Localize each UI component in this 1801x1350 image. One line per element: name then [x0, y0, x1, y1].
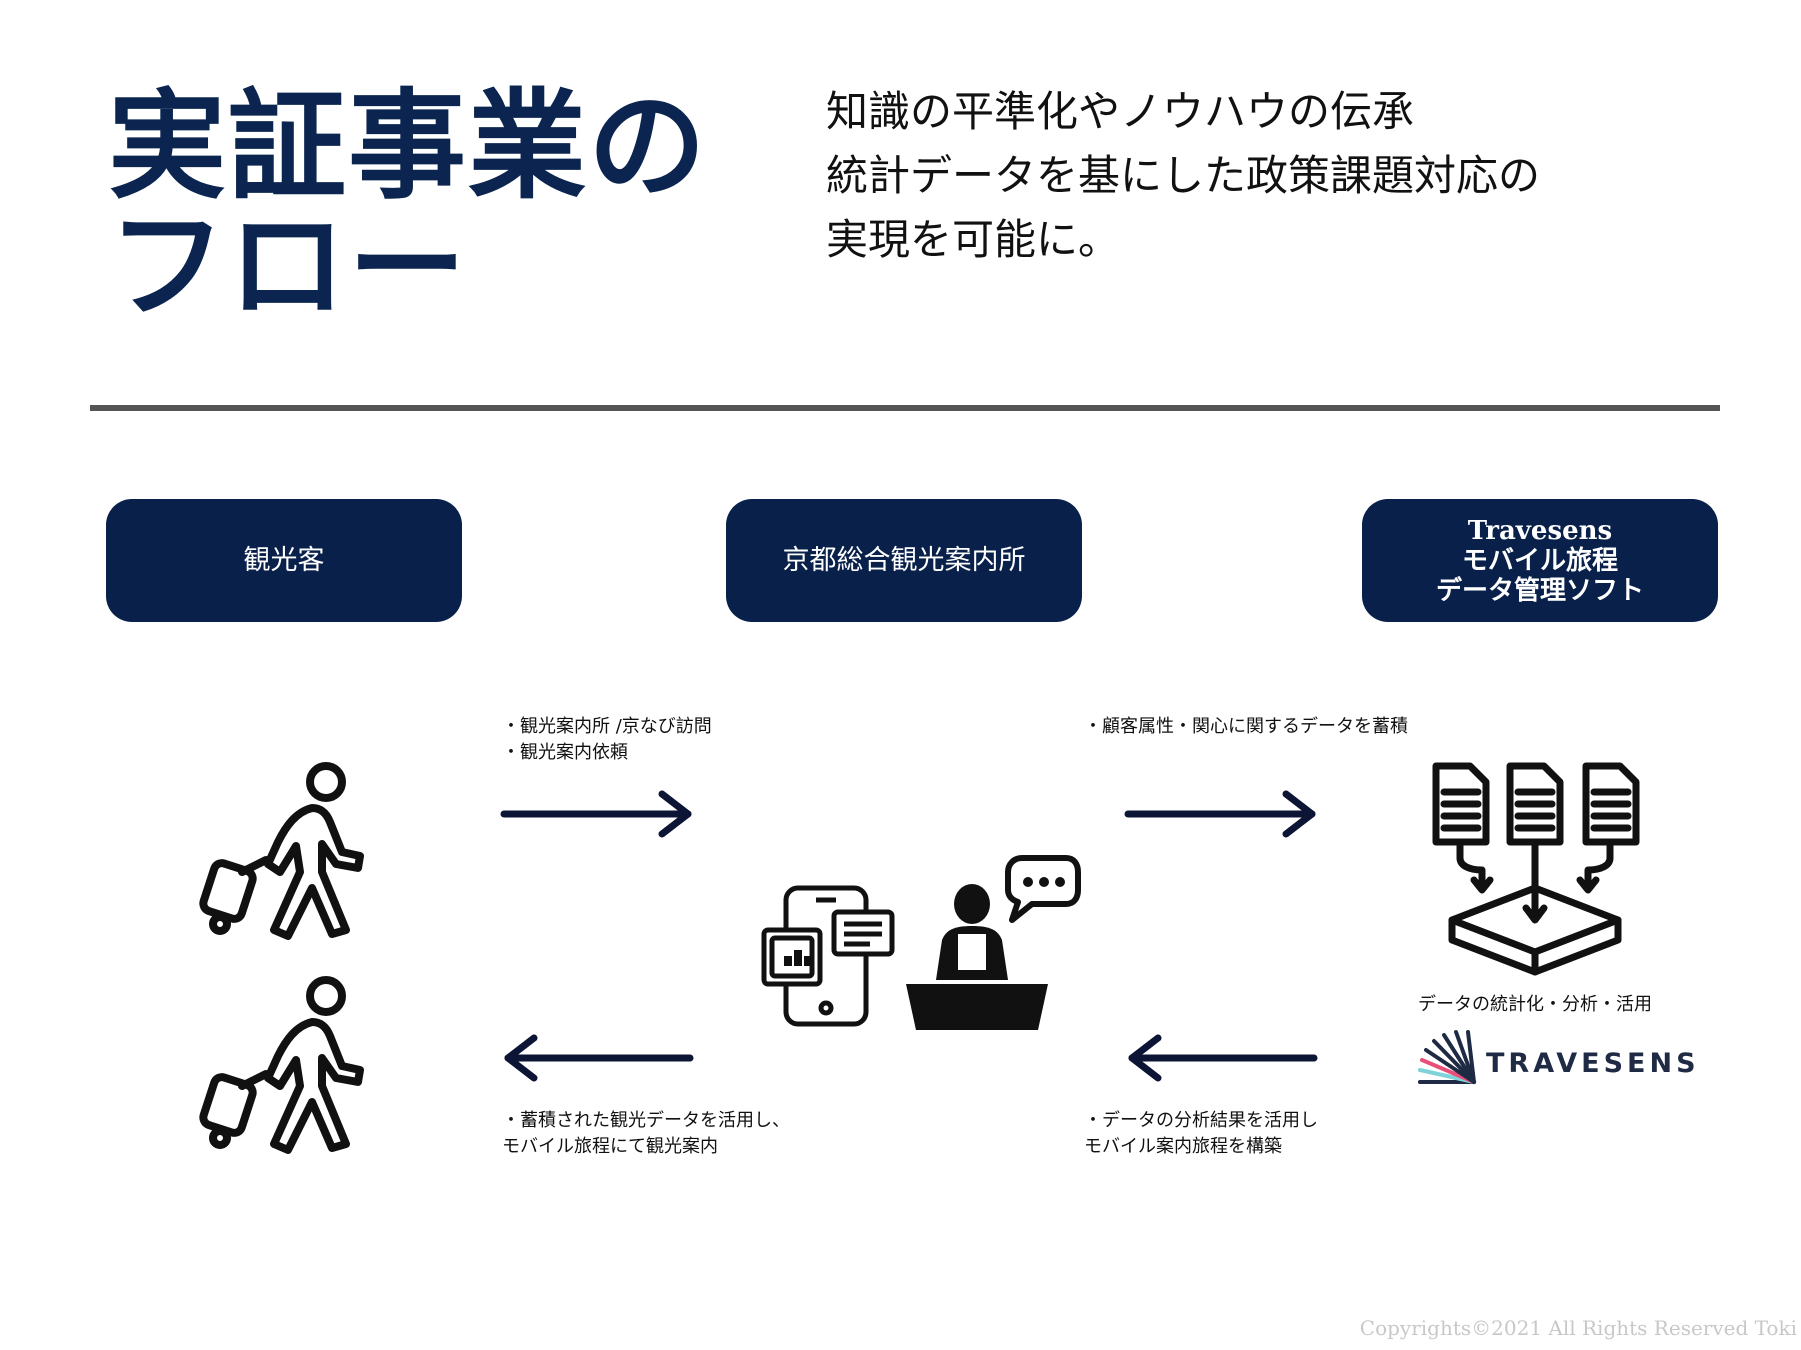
- flow-note-tourist-to-center: ・観光案内所 /京なび訪問 ・観光案内依頼: [502, 714, 712, 766]
- arrow-left-icon: [504, 1034, 694, 1082]
- software-caption: データの統計化・分析・活用: [1418, 994, 1652, 1015]
- flow-note-line: モバイル案内旅程を構築: [1084, 1136, 1282, 1157]
- page-title-line2: フロー: [108, 197, 469, 335]
- receptionist-icon: [906, 884, 1048, 1030]
- flow-note-line: ・顧客属性・関心に関するデータを蓄積: [1084, 716, 1408, 737]
- chat-bubble-icon: [1005, 855, 1081, 923]
- subtitle-line3: 実現を可能に。: [826, 215, 1121, 264]
- documents-to-database-icon: [1432, 762, 1640, 976]
- flow-note-line: ・観光案内所 /京なび訪問: [502, 716, 712, 737]
- traveler-icon: [199, 762, 364, 940]
- node-software-line3: データ管理ソフト: [1435, 575, 1644, 606]
- arrow-left-icon: [1128, 1034, 1318, 1082]
- subtitle-line1: 知識の平準化やノウハウの伝承: [826, 87, 1415, 136]
- page-subtitle: 知識の平準化やノウハウの伝承 統計データを基にした政策課題対応の 実現を可能に。: [826, 80, 1726, 272]
- flow-note-center-to-software: ・顧客属性・関心に関するデータを蓄積: [1084, 714, 1408, 740]
- flow-note-line: ・蓄積された観光データを活用し、: [502, 1110, 790, 1131]
- arrow-right-icon: [1124, 790, 1316, 838]
- flow-note-software-to-center: ・データの分析結果を活用し モバイル案内旅程を構築: [1084, 1108, 1318, 1160]
- node-travesens-software: Travesens モバイル旅程 データ管理ソフト: [1362, 499, 1718, 622]
- node-software-line2: モバイル旅程: [1461, 545, 1618, 576]
- page-title: 実証事業の フロー: [108, 86, 748, 326]
- node-info-center: 京都総合観光案内所: [726, 499, 1082, 622]
- traveler-icon: [199, 976, 364, 1154]
- flow-note-line: ・データの分析結果を活用し: [1084, 1110, 1318, 1131]
- flow-note-line: モバイル旅程にて観光案内: [502, 1136, 718, 1157]
- node-tourist-label: 観光客: [243, 544, 325, 576]
- node-software-line1: Travesens: [1467, 515, 1613, 546]
- smartphone-icon: [761, 885, 895, 1027]
- copyright-notice: Copyrights©2021 All Rights Reserved Toki: [1359, 1316, 1797, 1340]
- travesens-brand-name: TRAVESENS: [1486, 1048, 1700, 1079]
- arrow-right-icon: [500, 790, 692, 838]
- subtitle-line2: 統計データを基にした政策課題対応の: [826, 151, 1541, 200]
- flow-note-center-to-tourist: ・蓄積された観光データを活用し、 モバイル旅程にて観光案内: [502, 1108, 790, 1160]
- page-title-line1: 実証事業の: [108, 77, 709, 215]
- node-info-center-label: 京都総合観光案内所: [782, 544, 1026, 576]
- travesens-logo-icon: [1418, 1030, 1476, 1084]
- section-divider: [90, 405, 1720, 411]
- node-tourist: 観光客: [106, 499, 462, 622]
- flow-note-line: ・観光案内依頼: [502, 742, 628, 763]
